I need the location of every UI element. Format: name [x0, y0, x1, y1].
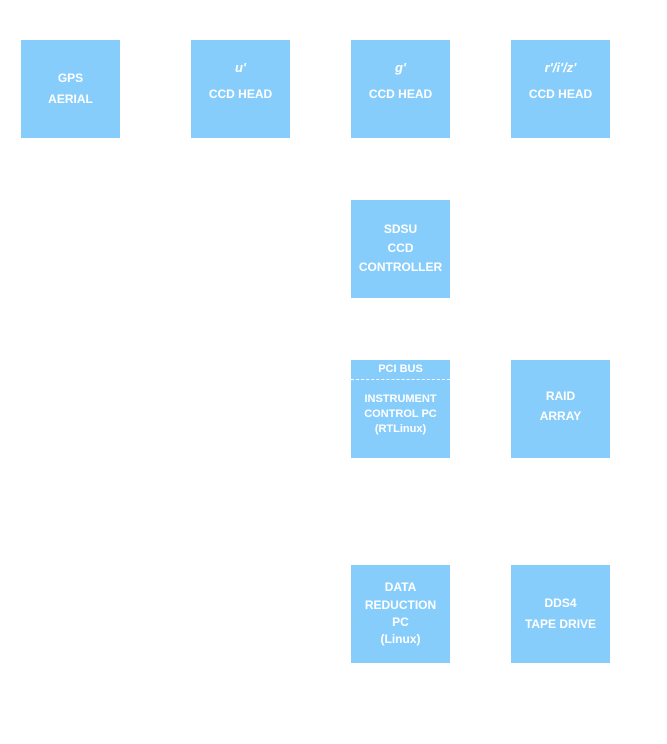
- raid-array-box: RAID ARRAY: [511, 360, 610, 458]
- u-filter-label: u': [234, 60, 247, 75]
- dds4-label: DDS4: [544, 596, 577, 610]
- raid-label: RAID: [545, 389, 576, 403]
- aerial-label: AERIAL: [48, 92, 93, 106]
- linux-label: (Linux): [380, 632, 421, 646]
- instrument-control-pc-box: PCI BUS INSTRUMENT CONTROL PC (RTLinux): [351, 360, 450, 458]
- gps-aerial-box: GPS AERIAL: [21, 40, 120, 138]
- tape-drive-label: TAPE DRIVE: [524, 617, 597, 631]
- u-ccd-head-label: CCD HEAD: [208, 87, 273, 101]
- sdsu-controller-box: SDSU CCD CONTROLLER: [351, 200, 450, 298]
- pci-bus-label: PCI BUS: [378, 363, 423, 375]
- pc-label: PC: [392, 615, 409, 629]
- array-label: ARRAY: [539, 409, 582, 423]
- control-pc-label: CONTROL PC: [364, 408, 437, 420]
- riz-filter-label: r'/i'/z': [544, 60, 577, 75]
- data-label: DATA: [384, 580, 417, 594]
- g-ccd-head-label: CCD HEAD: [368, 87, 433, 101]
- gps-label: GPS: [57, 71, 84, 85]
- instrument-label: INSTRUMENT: [364, 393, 437, 405]
- riz-ccd-head-box: r'/i'/z' CCD HEAD: [511, 40, 610, 138]
- pci-bus-divider: [351, 379, 450, 380]
- g-ccd-head-box: g' CCD HEAD: [351, 40, 450, 138]
- u-ccd-head-box: u' CCD HEAD: [191, 40, 290, 138]
- data-reduction-pc-box: DATA REDUCTION PC (Linux): [351, 565, 450, 663]
- riz-ccd-head-label: CCD HEAD: [528, 87, 593, 101]
- reduction-label: REDUCTION: [364, 598, 437, 612]
- controller-label: CONTROLLER: [358, 260, 443, 274]
- g-filter-label: g': [394, 60, 407, 75]
- rtlinux-label: (RTLinux): [374, 423, 427, 435]
- dds4-tape-drive-box: DDS4 TAPE DRIVE: [511, 565, 610, 663]
- ccd-label: CCD: [387, 241, 414, 255]
- sdsu-label: SDSU: [383, 222, 418, 236]
